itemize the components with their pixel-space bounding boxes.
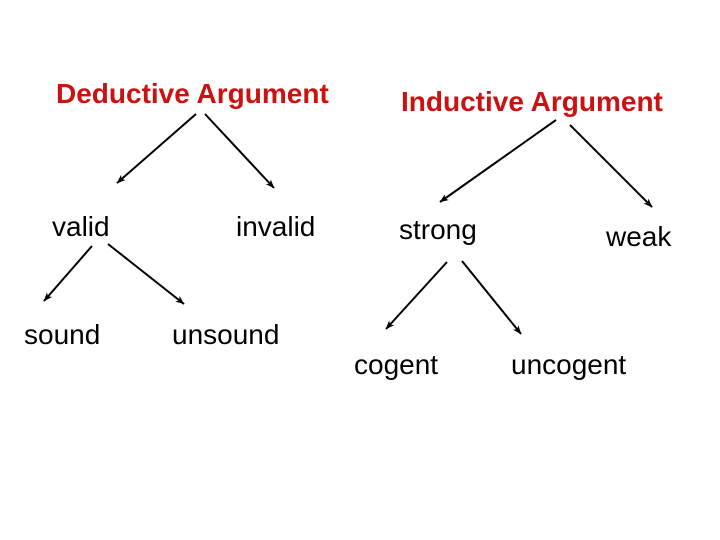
node-uncogent: uncogent bbox=[511, 349, 627, 380]
node-cogent: cogent bbox=[354, 349, 439, 380]
arrow-strong-to-uncogent bbox=[461, 260, 522, 335]
arrow-inductive-to-strong bbox=[439, 119, 557, 203]
node-unsound: unsound bbox=[172, 319, 280, 350]
arrow-strong-to-cogent bbox=[385, 261, 448, 330]
arrow-inductive-to-weak bbox=[569, 124, 653, 208]
node-valid: valid bbox=[52, 211, 110, 242]
node-inductive-argument: Inductive Argument bbox=[401, 86, 663, 117]
node-sound: sound bbox=[24, 319, 101, 350]
arrow-valid-to-sound bbox=[43, 245, 93, 302]
node-weak: weak bbox=[606, 221, 672, 252]
node-strong: strong bbox=[399, 214, 477, 245]
node-deductive-argument: Deductive Argument bbox=[56, 78, 329, 109]
arrow-deductive-to-invalid bbox=[204, 113, 275, 189]
arrow-deductive-to-valid bbox=[116, 113, 197, 184]
arrow-valid-to-unsound bbox=[107, 243, 185, 305]
node-invalid: invalid bbox=[236, 211, 316, 242]
